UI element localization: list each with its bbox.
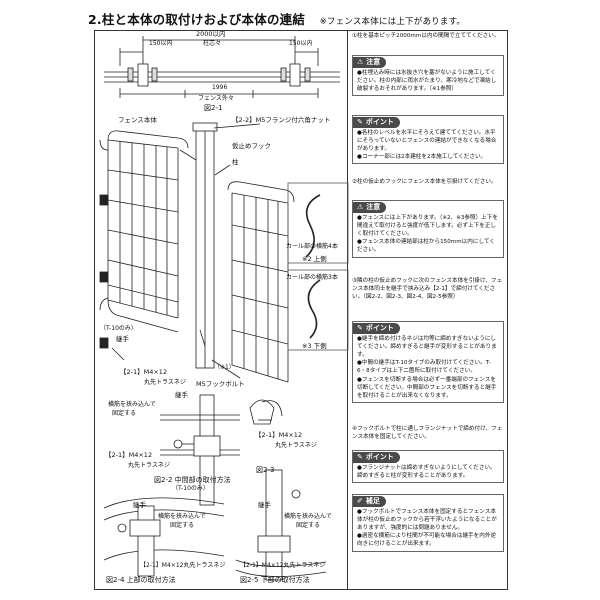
caution-title-1: 注意 — [366, 58, 381, 66]
caution-badge-2: ⚠注意 — [353, 201, 387, 213]
caution-title-2: 注意 — [366, 203, 381, 211]
point-body-2c: ●フェンスを切断する場合は必ず一番端部のフェンスを切断してください。中間部のフェ… — [357, 376, 497, 399]
mid-insert-note2: 固定する — [112, 410, 137, 417]
content-frame — [94, 30, 508, 590]
supplement-badge: ✐補足 — [353, 495, 386, 507]
point-title-2: ポイント — [365, 324, 394, 332]
fig22-mid-detail — [160, 394, 240, 506]
supplement-body-1: ●フックボルトでフェンス本体を固定するとフェンス本体が柱の仮止めフックから若干浮… — [357, 509, 497, 532]
point-body-1b: ●コーナー部には2本建柱を2本施工してください。 — [357, 154, 487, 161]
pen-icon: ✎ — [357, 453, 363, 461]
ref-m5-nut: 【2-2】M5フランジ付六角ナット — [232, 116, 331, 124]
fig23-ref-m4: 【2-1】M4×12 — [255, 431, 303, 439]
curl-top-caption: ※2 上側 — [302, 255, 327, 263]
point-title-1: ポイント — [365, 118, 394, 126]
point-badge-2: ✎ポイント — [353, 322, 400, 334]
caution-body-2b: ●フェンス本体の連結部は柱から150mm以内にしてください。 — [357, 239, 495, 254]
fig24-insert2: 固定する — [170, 522, 195, 529]
label-fence-body: フェンス本体 — [118, 116, 157, 124]
section-title-text: 2.柱と本体の取付けおよび本体の連結 — [88, 12, 306, 27]
fig22-caption: 図2-2 中間部の取付方法 — [154, 476, 231, 484]
supplement-body-2: ●過密な横筋により柱間が不可能な場合は継手を内外逆向きに付けることが出来ます。 — [357, 533, 497, 548]
point-title-3: ポイント — [365, 453, 394, 461]
step4-text: ④フックボルトで柱に通しフランジナットで締め付け、フェンス本体を固定してください… — [352, 426, 503, 441]
step3-text: ③隣の柱の仮止めフックに次のフェンス本体を引掛け、フェンス本体同士を継手で挟み込… — [352, 278, 503, 301]
fig24-ref: 【2-1】M4×12丸先トラスネジ — [140, 562, 226, 569]
point-box-3: ✎ポイント ●フランジナットは締めすぎないようにしてください。締めすぎると柱が変… — [352, 450, 504, 484]
fig25-caption: 図2-5 下部の取付方法 — [240, 576, 310, 584]
section-note: ※フェンス本体には上下があります。 — [319, 17, 466, 27]
dim-outer: フェンス外々 — [198, 95, 234, 102]
fig25-ref: 【2-1】M4×12丸先トラスネジ — [240, 562, 326, 569]
fig24-clamp: 継手 — [133, 501, 146, 509]
fig22-perspective — [99, 122, 295, 383]
caution-box-1: ⚠注意 ●柱埋込み時には水抜き穴を塞がないように施工してください。柱の内部に雨水… — [352, 55, 504, 97]
fig23-caption: 図2-3 — [256, 466, 275, 474]
label-post: 柱 — [232, 158, 239, 166]
curl-bottom-caption: ※3 下側 — [302, 342, 327, 350]
warning-icon: ⚠ — [357, 203, 364, 211]
fig25-clamp: 継手 — [258, 501, 271, 509]
supplement-title: 補足 — [365, 497, 380, 505]
dim-pitch: 柱芯々 — [203, 40, 222, 47]
point-body-2b: ●中間の継手はT-10タイプのみ取付けてください。T-6・8タイプは上下二箇所に… — [357, 360, 491, 375]
fig24-insert: 横筋を挟み込んで — [158, 513, 206, 520]
fig21-caption: 図2-1 — [204, 104, 223, 112]
pen-icon: ✎ — [357, 118, 363, 126]
caution-badge-1: ⚠注意 — [353, 56, 387, 68]
label-m5-bolt: M5フックボルト — [196, 380, 245, 388]
pencil-icon: ✐ — [357, 497, 363, 505]
label-t10: （T-10のみ） — [100, 325, 137, 332]
curl-details — [287, 182, 349, 351]
point-box-1: ✎ポイント ●各柱のレベルを水平にそろえて建ててください。水平にそろっていないと… — [352, 115, 504, 165]
fig23-ref-m4-sub: 丸先トラスネジ — [275, 442, 317, 449]
dim-150-right: 150以内 — [289, 40, 313, 47]
point-body-1a: ●各柱のレベルを水平にそろえて建ててください。水平にそろっていないとフェンスの連… — [357, 130, 497, 153]
mid-ref-m4-sub: 丸先トラスネジ — [128, 462, 170, 469]
dim-150-left: 150以内 — [149, 40, 173, 47]
mid-insert-note: 横筋を挟み込んで — [108, 401, 156, 408]
label-stop-hook: 仮止めフック — [232, 142, 271, 150]
dim-1996: 1996 — [212, 84, 228, 91]
curl-bottom-label: カール部の横筋3本 — [286, 274, 338, 281]
section-title: 2.柱と本体の取付けおよび本体の連結 ※フェンス本体には上下があります。 — [88, 9, 465, 28]
dim-2000: 2000以内 — [196, 30, 226, 38]
fig23-detail — [249, 399, 283, 425]
fig25-detail — [235, 469, 327, 581]
point-body-2a: ●継手を締め付けるネジは均等に締めすぎないようにしてください。締めすぎると継手が… — [357, 336, 497, 359]
point-badge-1: ✎ポイント — [353, 116, 400, 128]
fig24-detail — [103, 497, 225, 577]
point-body-3: ●フランジナットは締めすぎないようにしてください。締めすぎると柱が変形することが… — [357, 465, 496, 480]
caution-box-2: ⚠注意 ●フェンスには上下があります。（※2、※3参照）上下を間違えて取付けると… — [352, 200, 504, 258]
label-asterisk1: （※1） — [214, 364, 235, 371]
label-clamp: 継手 — [116, 335, 129, 343]
fig24-caption: 図2-4 上部の取付方法 — [106, 576, 176, 584]
caution-body-2a: ●フェンスには上下があります。（※2、※3参照）上下を間違えて取付けると強度が低… — [357, 215, 498, 238]
mid-ref-m4: 【2-1】M4×12 — [105, 451, 153, 459]
column-divider — [347, 30, 348, 590]
caution-body-1: ●柱埋込み時には水抜き穴を塞がないように施工してください。柱の内部に雨水がたまり… — [357, 70, 497, 93]
fig25-insert: 横筋を挟み込んで — [284, 513, 332, 520]
fig22-caption-sub: （T-10のみ） — [172, 485, 209, 492]
ref-m4-sub: 丸先トラスネジ — [144, 379, 186, 386]
pen-icon: ✎ — [357, 324, 363, 332]
fig21-plan-view — [104, 36, 340, 98]
point-badge-3: ✎ポイント — [353, 451, 400, 463]
fig25-insert2: 固定する — [296, 522, 321, 529]
warning-icon: ⚠ — [357, 58, 364, 66]
curl-top-label: カール部の横筋4本 — [286, 243, 338, 250]
supplement-box: ✐補足 ●フックボルトでフェンス本体を固定するとフェンス本体が柱の仮止めフックか… — [352, 494, 504, 552]
mid-clamp: 継手 — [175, 391, 188, 399]
ref-m4: 【2-1】M4×12 — [120, 368, 168, 376]
point-box-2: ✎ポイント ●継手を締め付けるネジは均等に締めすぎないようにしてください。締めす… — [352, 321, 504, 403]
step2-text: ②柱の仮止めフックにフェンス本体を引掛けてください。 — [352, 179, 497, 185]
step1-text: ①柱を基本ピッチ2000mm以内の間隔で立ててください。 — [352, 33, 500, 39]
